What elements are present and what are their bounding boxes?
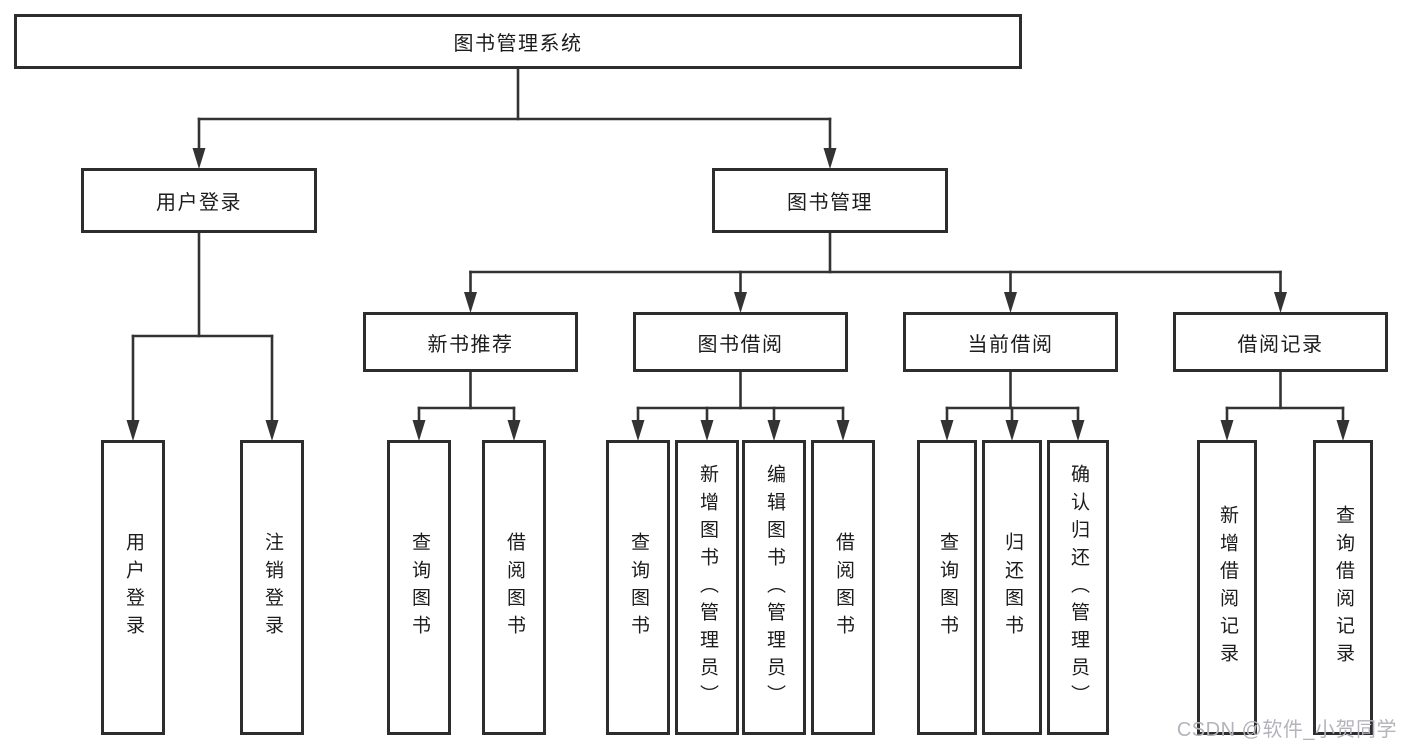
arrowhead-icon [507,420,521,441]
node-cb-confirm-return: 确认归还（管理员） [1047,440,1109,735]
arrowhead-icon [1005,420,1019,441]
node-label: 查询图书 [627,532,649,643]
arrowhead-icon [1004,292,1017,313]
node-br-query-record: 查询借阅记录 [1313,440,1373,735]
arrowhead-icon [412,420,426,441]
node-label: 编辑图书（管理员） [763,463,785,712]
arrowhead-icon [1071,420,1085,441]
node-book-management: 图书管理 [712,168,948,233]
node-label: 借阅图书 [832,532,854,643]
node-label: 归还图书 [1001,532,1023,643]
node-current-borrowing: 当前借阅 [903,312,1118,372]
arrowhead-icon [1336,420,1350,441]
node-label: 新增借阅记录 [1216,504,1238,671]
node-label: 借阅图书 [503,532,525,643]
arrowhead-icon [767,420,781,441]
node-label: 当前借阅 [967,333,1054,356]
node-cb-return-book: 归还图书 [982,440,1042,735]
node-label: 注销登录 [261,532,283,643]
node-bb-add-book: 新增图书（管理员） [675,440,739,735]
node-book-borrowing: 图书借阅 [633,312,848,372]
node-login: 用户登录 [101,440,165,735]
arrowhead-icon [192,148,206,169]
arrowhead-icon [265,420,279,441]
node-label: 用户登录 [156,192,242,214]
node-label: 图书管理系统 [453,33,583,55]
watermark: CSDN @软件_小贺同学 [1176,719,1397,741]
node-label: 新书推荐 [427,333,514,356]
node-br-add-record: 新增借阅记录 [1197,440,1257,735]
node-bb-borrow-book: 借阅图书 [811,440,875,735]
node-new-book-recommend: 新书推荐 [363,312,578,372]
arrowhead-icon [823,148,837,169]
node-nbr-query-book: 查询图书 [387,440,451,735]
node-label: 查询借阅记录 [1332,504,1354,671]
node-bb-query-book: 查询图书 [606,440,670,735]
node-library-system: 图书管理系统 [14,14,1022,69]
node-label: 图书管理 [787,192,873,214]
node-label: 图书借阅 [697,333,784,356]
node-label: 查询图书 [408,532,430,643]
node-label: 确认归还（管理员） [1067,463,1089,712]
arrowhead-icon [631,420,645,441]
node-label: 借阅记录 [1237,333,1324,356]
arrowhead-icon [126,420,140,441]
arrowhead-icon [700,420,714,441]
arrowhead-icon [1220,420,1234,441]
arrowhead-icon [940,420,954,441]
node-cb-query-book: 查询图书 [917,440,977,735]
node-bb-edit-book: 编辑图书（管理员） [742,440,806,735]
arrowhead-icon [464,292,477,313]
node-label: 用户登录 [122,532,144,643]
arrowhead-icon [734,292,747,313]
node-user-login: 用户登录 [81,168,317,233]
arrowhead-icon [1274,292,1287,313]
node-label: 新增图书（管理员） [696,463,718,712]
arrowhead-icon [836,420,850,441]
node-nbr-borrow-book: 借阅图书 [482,440,546,735]
node-logout: 注销登录 [240,440,304,735]
node-borrowing-records: 借阅记录 [1173,312,1388,372]
node-label: 查询图书 [936,532,958,643]
